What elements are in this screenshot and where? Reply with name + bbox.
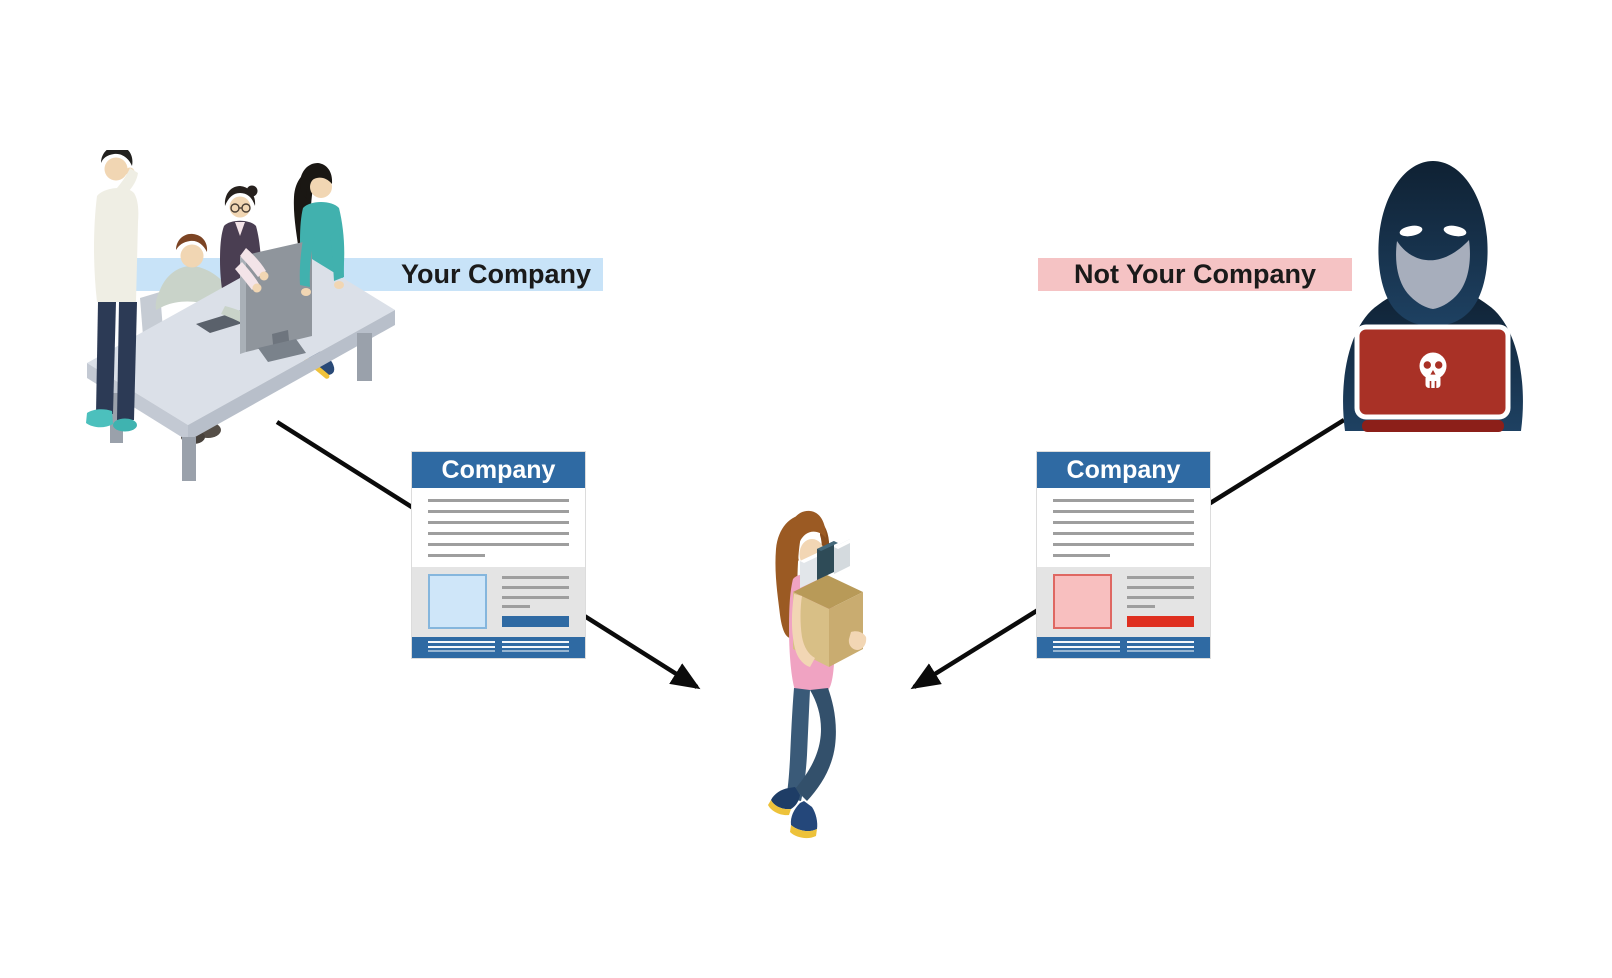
company-webpage-right: Company	[1036, 451, 1211, 659]
employee-jeans-right	[795, 688, 836, 801]
not-your-company-band: Not Your Company	[1038, 258, 1352, 291]
employee-jeans-left	[786, 688, 810, 801]
company-webpage-left: Company	[411, 451, 586, 659]
doc-title: Company	[412, 452, 585, 488]
doc-text-lines	[412, 488, 585, 567]
shoe-icon	[790, 801, 818, 839]
doc-footer	[1037, 637, 1210, 658]
shoe-icon	[768, 787, 800, 816]
hacker-eye	[1443, 225, 1467, 237]
doc-title: Company	[1037, 452, 1210, 488]
doc-footer	[412, 637, 585, 658]
employee-arm	[791, 594, 815, 667]
shoe-icon	[86, 409, 113, 428]
leaning-woman-arms	[299, 228, 344, 296]
hacker-mask	[1396, 240, 1470, 309]
not-your-company-label: Not Your Company	[1073, 259, 1316, 289]
doc-cta-button	[502, 616, 569, 627]
doc-image-placeholder	[428, 574, 487, 629]
glasses-icon	[230, 203, 251, 213]
doc-cta-button	[1127, 616, 1194, 627]
employee-hand	[848, 631, 867, 650]
standing-man	[86, 150, 139, 432]
doc-text-lines	[1037, 488, 1210, 567]
employee-hair-front	[790, 510, 826, 561]
doc-image-placeholder	[1053, 574, 1112, 629]
team-at-desk-illustration	[86, 150, 395, 481]
your-company-label: Your Company	[400, 259, 591, 289]
doc-media-section	[1037, 567, 1210, 637]
doc-media-section	[412, 567, 585, 637]
employee-with-box-illustration	[768, 510, 867, 839]
hacker-illustration	[1343, 161, 1523, 432]
pointing-woman-arms	[235, 248, 269, 293]
skull-icon	[1419, 352, 1447, 390]
shoe-icon	[113, 418, 137, 432]
hacker-eye	[1399, 225, 1423, 237]
laptop-base	[1362, 420, 1504, 432]
